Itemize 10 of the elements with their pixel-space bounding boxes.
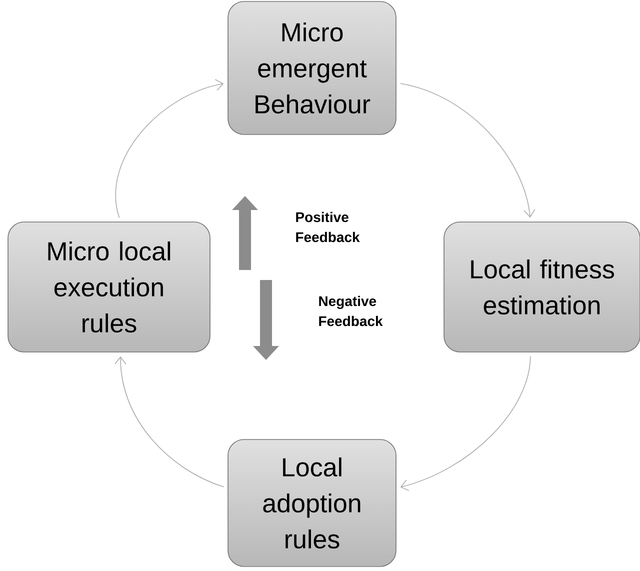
process-box: Local adoption rules	[228, 439, 396, 567]
arrow	[116, 79, 224, 218]
feedback-label: Positive Feedback	[296, 212, 360, 242]
feedback-label: Negative Feedback	[319, 296, 383, 326]
arrow	[114, 356, 224, 488]
process-box: Micro local execution rules	[8, 222, 210, 352]
process-box: Micro emergent Behaviour	[228, 1, 396, 135]
process-box: Local fitness estimation	[444, 222, 640, 352]
arrow	[400, 83, 536, 218]
arrow	[400, 356, 531, 492]
